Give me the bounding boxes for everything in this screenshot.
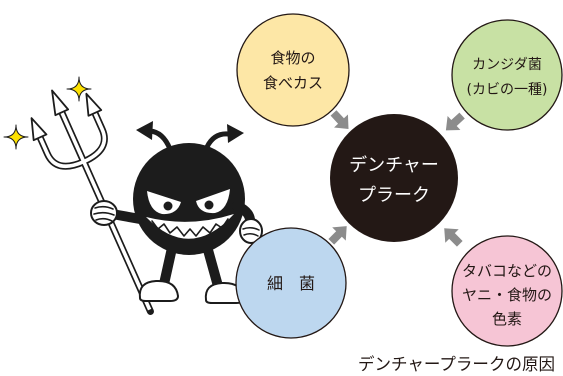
cause-label-line: カンジダ菌 (472, 57, 542, 73)
devil-leg (203, 245, 223, 291)
cause-circle-candida (451, 19, 563, 131)
devil-horn-tip (227, 124, 244, 143)
center-circle (330, 114, 458, 242)
devil-icon (3, 76, 263, 315)
devil-shoe (138, 279, 180, 302)
devil-leg (159, 243, 177, 289)
cause-label-line: 細 菌 (267, 274, 315, 293)
center-label-line: デンチャー (349, 155, 439, 176)
devil-glove-fingers (242, 226, 260, 237)
trident-icon (30, 89, 154, 315)
devil-horn (147, 128, 173, 152)
arrow-candida-to-center (445, 112, 465, 131)
cause-label-line: (カビの一種) (467, 82, 548, 98)
devil-pupil (204, 200, 214, 210)
cause-circle-bacteria (235, 227, 347, 339)
devil-teeth (151, 218, 229, 237)
devil-horn (204, 131, 231, 150)
cause-label-line: 食べカス (263, 74, 323, 92)
center-node-denture-plaque: デンチャー プラーク (330, 114, 458, 242)
devil-glove-fingers (93, 205, 115, 222)
cause-label-line: タバコなどの (462, 262, 552, 280)
cause-circle-food (236, 13, 350, 127)
cause-node-candida: カンジダ菌 (カビの一種) (451, 19, 563, 131)
devil-mouth (146, 214, 234, 239)
devil-eye (147, 191, 181, 215)
center-label-line: プラーク (358, 185, 430, 206)
cause-label-line: 食物の (270, 49, 315, 67)
cause-circle-tobacco (451, 235, 563, 347)
arrow-bacteria-to-center (328, 226, 347, 245)
devil-pupil (163, 201, 173, 211)
cause-node-food: 食物の 食べカス (236, 13, 350, 127)
devil-eye (196, 189, 230, 214)
cause-label-line: 色素 (492, 310, 522, 328)
cause-node-tobacco: タバコなどの ヤニ・食物の 色素 (451, 235, 563, 347)
devil-glove (239, 218, 263, 244)
arrow-food-to-center (330, 110, 349, 130)
sparkle-icon (66, 76, 92, 102)
cause-label-line: ヤニ・食物の (462, 286, 552, 304)
diagram-caption: デンチャープラークの原因 (358, 354, 555, 375)
cause-node-bacteria: 細 菌 (235, 227, 347, 339)
arrow-tobacco-to-center (444, 228, 463, 247)
devil-horn-tip (136, 121, 153, 140)
sparkle-icon (3, 124, 29, 150)
